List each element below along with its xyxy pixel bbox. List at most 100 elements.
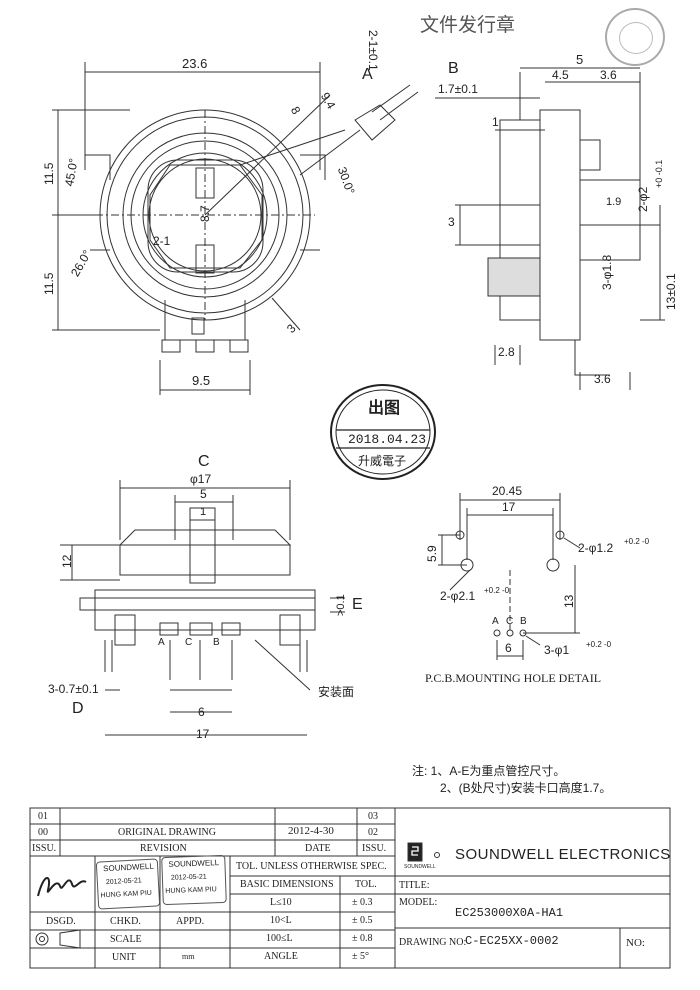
approve-stamp-brand: SOUNDWELL [168,858,220,869]
pcb-pin-a: A [492,616,499,627]
no-label: NO: [626,937,645,949]
dim-c-17: 17 [196,727,210,741]
check-stamp-name: HUNG KAM PIU [100,889,153,900]
dim-a-top: 11.5 [42,162,56,185]
view-e-label: E [352,596,363,613]
pcb-hole-geometry [438,493,581,660]
dim-b-3-6-bottom: 3.6 [594,372,611,386]
tol-range-2: 10<L [270,915,292,926]
dim-c-5: 5 [200,487,207,501]
designer-signature-icon [37,877,87,897]
approve-stamp: SOUNDWELL 2012-05-21 HUNG KAM PIU [161,854,227,906]
dim-c-12: 12 [60,554,74,568]
pcb-caption: P.C.B.MOUNTING HOLE DETAIL [425,671,602,685]
basic-dimensions: BASIC DIMENSIONS [240,879,334,890]
check-stamp-brand: SOUNDWELL [102,861,155,874]
rev-row-1-no2: 03 [368,811,378,822]
seal-inner-icon [619,22,653,54]
pcb-hole-mid: 2-φ2.1 [440,589,476,603]
title-block-grid [29,807,671,969]
dim-a-width: 23.6 [182,56,208,71]
hdr-issu: ISSU. [32,843,57,854]
dim-b-4-5: 4.5 [552,68,569,82]
scale-label: SCALE [110,934,142,945]
pin-label-c: C [185,637,193,648]
dim-b-3: 3 [448,215,455,229]
pcb-dim-17: 17 [502,500,516,514]
dim-b-2-8: 2.8 [498,345,515,359]
pin-label-a: A [158,637,165,648]
company-seal-icon [605,8,665,66]
tol-range-1: L≤10 [270,897,292,908]
hdr-revision: REVISION [140,843,187,854]
rev-row-1-no: 01 [38,811,48,822]
pcb-hole-big: 2-φ1.2 [578,541,614,555]
release-stamp-geometry [330,384,436,480]
logo-text: SOUNDWELL [404,864,436,870]
dim-a-slot: 2-1 [153,234,171,248]
note-line-1: 注: 1、A-E为重点管控尺寸。 [412,764,566,778]
pcb-dim-6: 6 [505,641,512,655]
chkd-label: CHKD. [110,916,141,927]
pcb-hole-small: 3-φ1 [544,643,570,657]
rev-row-2-date: 2012-4-30 [288,825,334,837]
dim-c-phi17: φ17 [190,472,212,486]
rev-row-2-desc: ORIGINAL DRAWING [118,827,216,838]
dim-a-8-7: 8.7 [198,205,212,222]
soundwell-logo-icon [407,842,440,862]
pcb-dim-13: 13 [562,594,576,608]
release-stamp-date: 2018.04.23 [348,432,427,447]
hdr-issu-2: ISSU. [362,843,387,854]
view-d-label: D [72,700,84,717]
release-stamp-company: 升威電子 [358,454,407,468]
pcb-pin-c: C [506,616,514,627]
dim-c-pin-width: 3-0.7±0.1 [48,682,99,696]
projection-symbol-icon [35,929,81,949]
approve-stamp-date: 2012-05-21 [170,873,207,882]
rev-row-2-no2: 02 [368,827,378,838]
approve-stamp-name: HUNG KAM PIU [165,886,217,896]
tol-value-2: ± 0.5 [352,915,373,926]
tol-header: TOL. [355,879,377,890]
view-c-geometry [60,480,345,736]
drawing-no-label: DRAWING NO: [399,937,467,948]
dim-b-13: 13±0.1 [664,273,678,310]
pcb-hole-mid-tol: +0.2 -0 [484,586,510,595]
dim-c-1: 1 [200,506,207,518]
dim-b-3-6-top: 3.6 [600,68,617,82]
dim-b-3phi18: 3-φ1.8 [600,254,614,290]
title-label: TITLE: [399,880,430,891]
appd-label: APPD. [176,916,205,927]
dim-c-0-1: >0.1 [335,594,347,616]
pcb-hole-small-tol: +0.2 -0 [586,640,612,649]
install-face-label: 安装面 [318,685,355,699]
check-stamp: SOUNDWELL 2012-05-21 HUNG KAM PIU [95,858,161,910]
note-line-2: 2、(B处尺寸)安装卡口高度1.7。 [440,781,612,795]
tol-value-1: ± 0.3 [352,897,373,908]
hdr-date: DATE [305,843,331,854]
model-value: EC253000X0A-HA1 [455,906,564,920]
dim-a-shaft-tol: 2-1±0.1 [366,30,380,71]
check-stamp-date: 2012-05-21 [105,877,142,887]
dim-b-1-7: 1.7±0.1 [438,82,478,96]
dim-c-6: 6 [198,705,205,719]
unit-value: mm [182,952,195,961]
unit-label: UNIT [112,952,136,963]
pcb-dim-20-45: 20.45 [492,484,523,498]
drawing-no-value: C-EC25XX-0002 [465,934,559,948]
dim-b-5: 5 [576,52,584,67]
dsgd-label: DSGD. [46,916,76,927]
release-stamp-title: 出图 [368,400,401,417]
view-a-geometry [52,62,419,395]
company-name: SOUNDWELL ELECTRONICS [455,846,671,863]
tol-title: TOL. UNLESS OTHERWISE SPEC. [236,861,387,872]
issue-stamp-title: 文件发行章 [420,15,516,36]
tol-value-3: ± 0.8 [352,933,373,944]
pcb-hole-big-tol: +0.2 -0 [624,537,650,546]
pin-label-b: B [213,637,220,648]
tol-value-4: ± 5° [352,951,369,962]
dim-a-bottom-width: 9.5 [192,373,211,388]
dim-b-2phi: 2-φ2 [636,186,650,212]
tol-range-3: 100≤L [266,933,293,944]
